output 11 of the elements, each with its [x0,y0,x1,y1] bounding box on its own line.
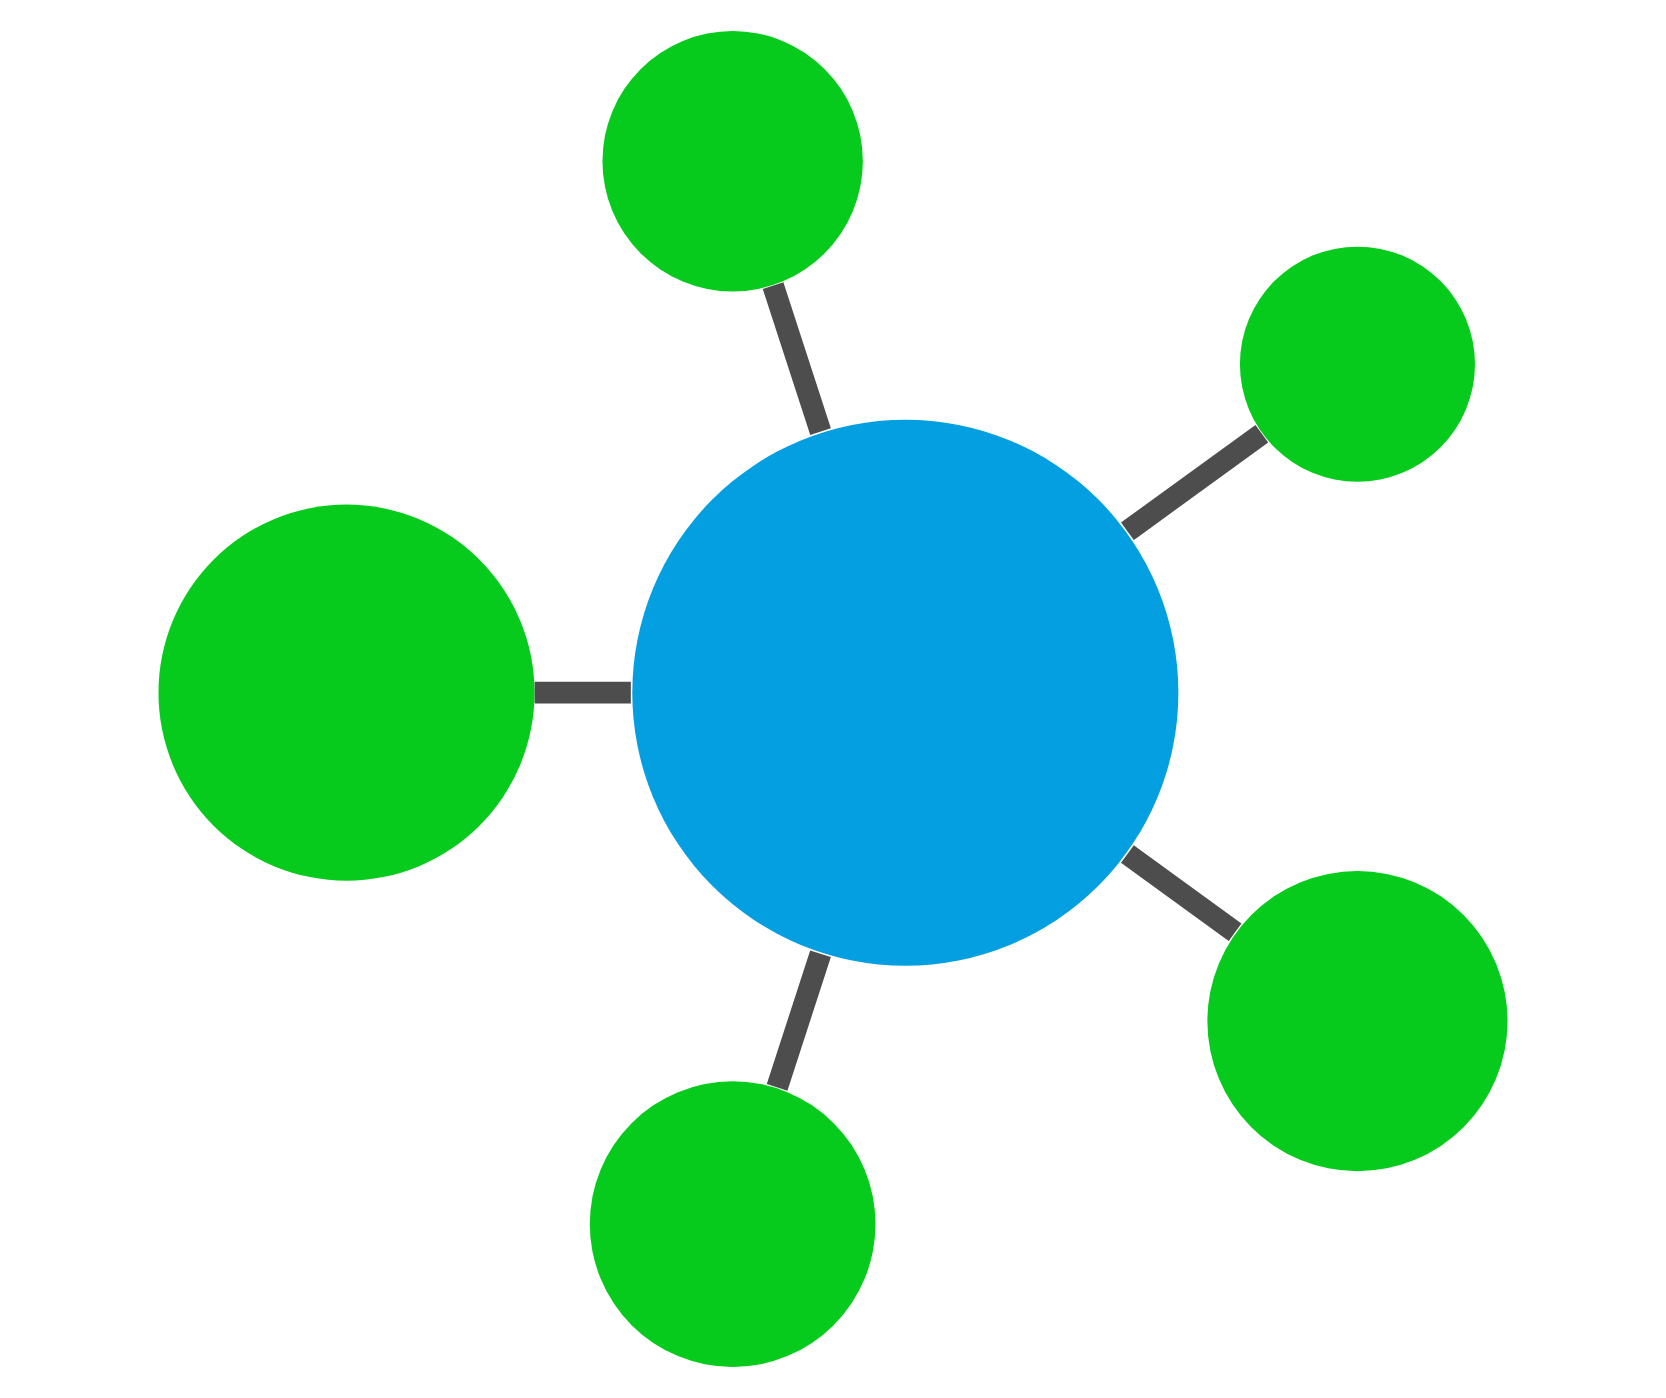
connector [762,282,831,435]
connector [1121,424,1269,541]
node-circle [602,31,863,292]
node-circle [1207,871,1508,1172]
connector [766,950,831,1091]
connector [1121,845,1242,941]
node-circle [158,504,535,881]
node-circle [589,1081,876,1367]
node-circle [1239,246,1475,482]
node-circle [632,419,1179,966]
connector [534,681,631,704]
